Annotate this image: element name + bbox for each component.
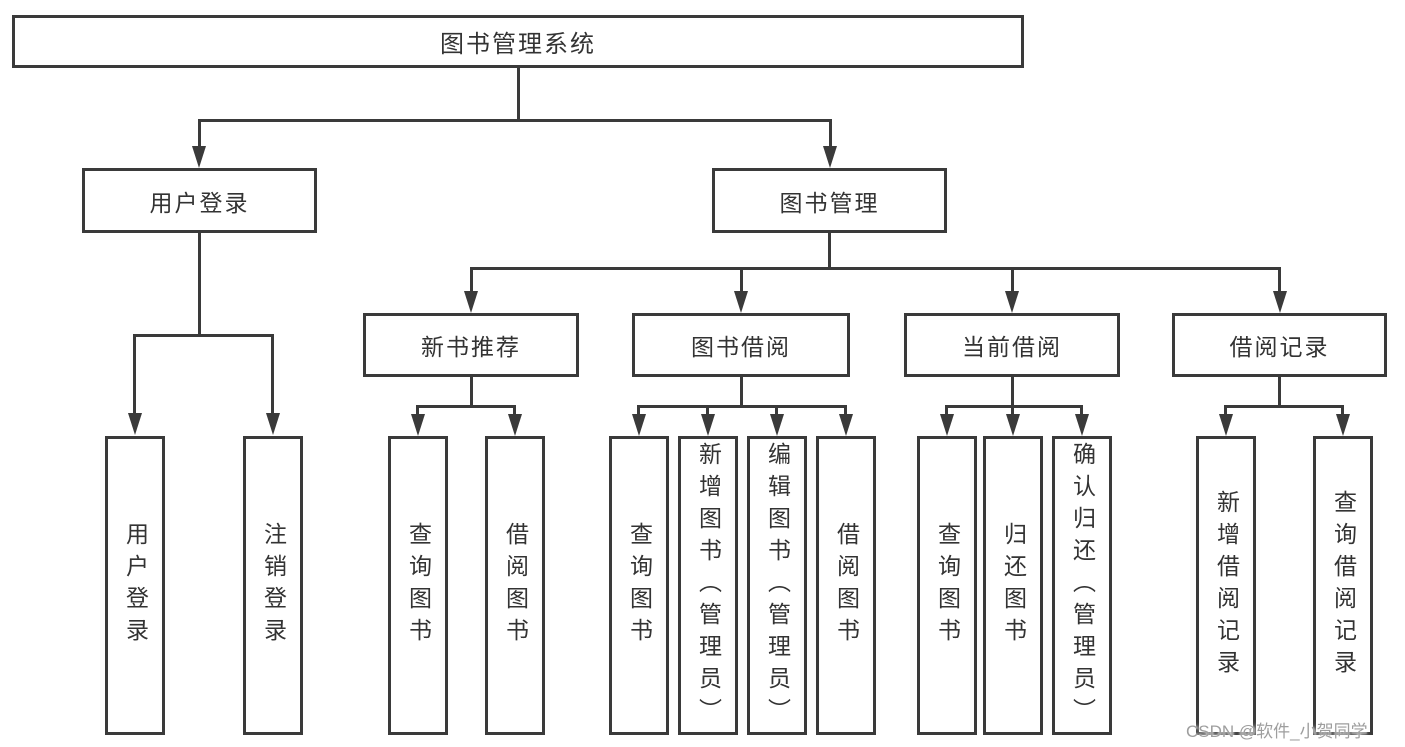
connector-arrowhead xyxy=(507,414,522,436)
connector-line xyxy=(828,119,832,147)
leaf-label: 归还图书 xyxy=(1000,521,1027,650)
leaf-label: 借阅图书 xyxy=(833,521,860,650)
node-label: 用户登录 xyxy=(149,189,250,216)
leaf-query-book-current: 查询图书 xyxy=(917,436,977,735)
connector-arrowhead xyxy=(631,414,646,436)
connector-arrowhead xyxy=(838,414,853,436)
leaf-return-book: 归还图书 xyxy=(983,436,1043,735)
connector-arrowhead xyxy=(1074,414,1089,436)
connector-arrowhead xyxy=(1005,414,1020,436)
connector-arrowhead xyxy=(464,291,478,313)
connector-arrowhead xyxy=(1218,414,1233,436)
leaf-label: 查询图书 xyxy=(626,521,653,650)
connector-arrowhead xyxy=(410,414,425,436)
connector-line xyxy=(133,334,274,337)
watermark: CSDN @软件_小贺同学 xyxy=(1186,722,1368,741)
connector-arrowhead xyxy=(769,414,784,436)
node-user-login: 用户登录 xyxy=(82,168,317,233)
connector-line xyxy=(469,267,1281,270)
connector-line xyxy=(828,233,831,270)
leaf-label: 新增图书（管理员） xyxy=(695,441,722,730)
connector-line xyxy=(1224,405,1227,415)
node-label: 图书管理 xyxy=(779,189,880,216)
leaf-logout: 注销登录 xyxy=(243,436,303,735)
leaf-add-borrow-record: 新增借阅记录 xyxy=(1196,436,1256,735)
connector-arrowhead xyxy=(823,146,837,168)
connector-line xyxy=(1341,405,1344,415)
connector-line xyxy=(945,405,948,415)
connector-line xyxy=(945,405,1083,408)
leaf-borrow-book-recommend: 借阅图书 xyxy=(485,436,545,735)
leaf-query-book-recommend: 查询图书 xyxy=(388,436,448,735)
node-book-borrow: 图书借阅 xyxy=(632,313,850,377)
leaf-confirm-return-admin: 确认归还（管理员） xyxy=(1052,436,1112,735)
connector-line xyxy=(1278,267,1281,292)
leaf-query-book-borrow: 查询图书 xyxy=(609,436,669,735)
leaf-query-borrow-record: 查询借阅记录 xyxy=(1313,436,1373,735)
connector-line xyxy=(637,405,847,408)
connector-line xyxy=(1080,405,1083,415)
connector-line xyxy=(197,119,201,147)
connector-line xyxy=(271,334,274,414)
leaf-label: 查询图书 xyxy=(405,521,432,650)
connector-line xyxy=(1278,377,1281,408)
node-label: 新书推荐 xyxy=(421,334,521,360)
connector-line xyxy=(516,66,520,122)
leaf-label: 注销登录 xyxy=(260,521,287,650)
connector-line xyxy=(1224,405,1344,408)
connector-arrowhead xyxy=(265,413,280,435)
connector-line xyxy=(1011,405,1014,415)
node-current-borrow: 当前借阅 xyxy=(904,313,1120,377)
connector-line xyxy=(469,267,473,292)
leaf-label: 确认归还（管理员） xyxy=(1069,441,1096,730)
leaf-label: 查询图书 xyxy=(934,521,961,650)
connector-arrowhead xyxy=(1272,291,1287,313)
leaf-add-book-admin: 新增图书（管理员） xyxy=(678,436,738,735)
connector-line xyxy=(513,405,516,415)
connector-arrowhead xyxy=(939,414,954,436)
node-label: 图书借阅 xyxy=(691,334,791,360)
connector-arrowhead xyxy=(192,146,206,168)
connector-arrowhead xyxy=(127,413,142,435)
connector-line xyxy=(1010,377,1014,408)
node-label: 图书管理系统 xyxy=(440,31,596,58)
node-book-management: 图书管理 xyxy=(712,168,947,233)
connector-line xyxy=(197,119,832,122)
connector-line xyxy=(1010,267,1014,292)
connector-line xyxy=(416,405,516,408)
connector-line xyxy=(844,405,847,415)
leaf-label: 查询借阅记录 xyxy=(1330,489,1357,682)
connector-arrowhead xyxy=(734,291,748,313)
connector-line xyxy=(706,405,709,415)
connector-arrowhead xyxy=(1335,414,1350,436)
connector-line xyxy=(469,377,473,408)
connector-line xyxy=(739,377,743,408)
connector-line xyxy=(739,267,743,292)
connector-line xyxy=(637,405,640,415)
connector-line xyxy=(775,405,778,415)
node-label: 借阅记录 xyxy=(1229,334,1330,360)
connector-line xyxy=(416,405,419,415)
node-borrow-record: 借阅记录 xyxy=(1172,313,1387,377)
node-label: 当前借阅 xyxy=(962,334,1062,360)
leaf-label: 新增借阅记录 xyxy=(1213,489,1240,682)
leaf-label: 编辑图书（管理员） xyxy=(764,441,791,730)
node-system-root: 图书管理系统 xyxy=(12,15,1024,68)
connector-line xyxy=(198,233,201,337)
leaf-label: 用户登录 xyxy=(122,521,149,650)
connector-line xyxy=(133,334,136,414)
leaf-borrow-book: 借阅图书 xyxy=(816,436,876,735)
leaf-label: 借阅图书 xyxy=(502,521,529,650)
leaf-edit-book-admin: 编辑图书（管理员） xyxy=(747,436,807,735)
leaf-user-login: 用户登录 xyxy=(105,436,165,735)
connector-arrowhead xyxy=(700,414,715,436)
node-new-book-recommend: 新书推荐 xyxy=(363,313,579,377)
connector-arrowhead xyxy=(1005,291,1019,313)
